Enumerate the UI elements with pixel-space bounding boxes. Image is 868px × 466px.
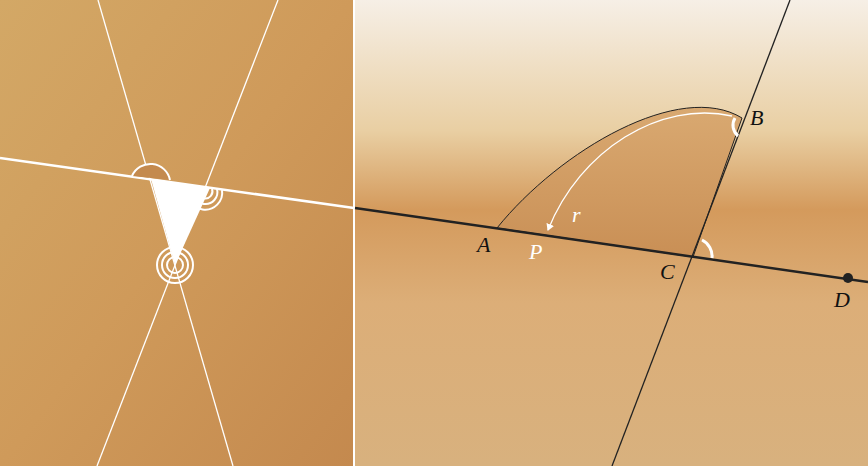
- point-label: P: [529, 241, 542, 263]
- point-label: r: [572, 204, 581, 226]
- point-label: B: [750, 107, 763, 129]
- point-label: C: [660, 261, 675, 283]
- point-label: D: [834, 289, 850, 311]
- point-label: A: [477, 234, 490, 256]
